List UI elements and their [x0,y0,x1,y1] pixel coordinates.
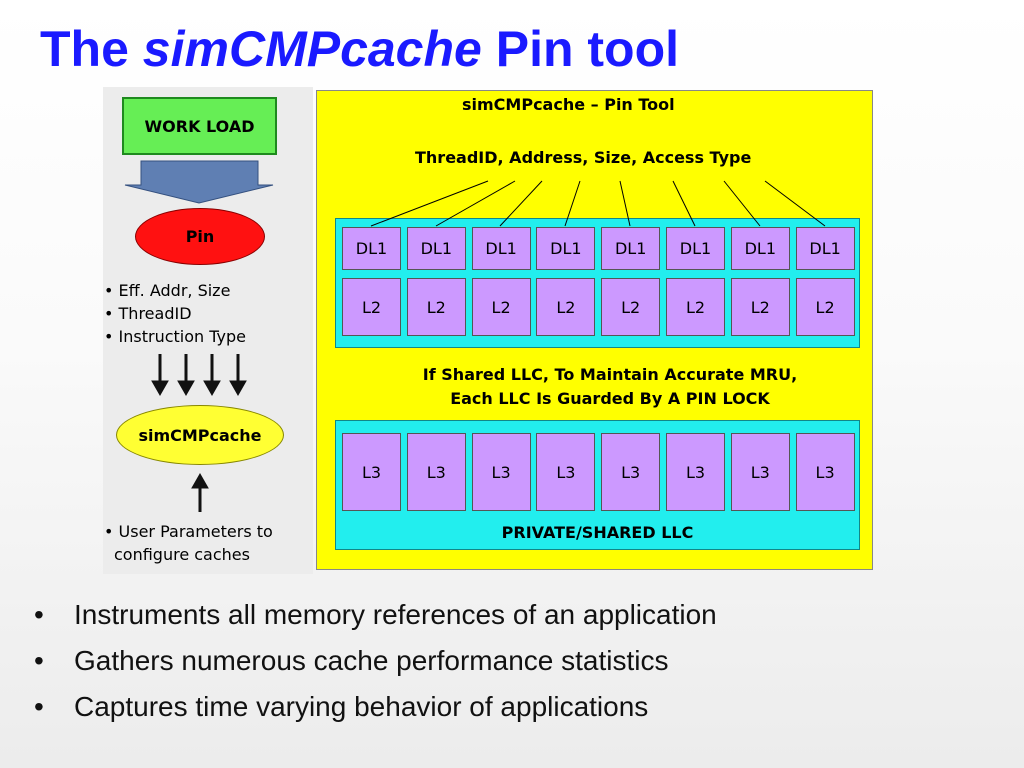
l3-cell-6: L3 [666,433,725,511]
l2-cell-8: L2 [795,278,855,336]
l3-cell-3: L3 [471,433,531,511]
dl1-cell-4: DL1 [536,227,596,270]
access-inputs-label: ThreadID, Address, Size, Access Type [415,148,752,167]
dl1-cell-2: DL1 [406,227,466,270]
pin-output-item: Instruction Type [104,325,246,348]
pin-output-list: Eff. Addr, Size ThreadID Instruction Typ… [104,279,246,348]
shared-llc-note: If Shared LLC, To Maintain Accurate MRU,… [380,363,840,411]
llc-label: PRIVATE/SHARED LLC [501,523,694,542]
l2-cell-7: L2 [730,278,790,336]
title-suffix: Pin tool [481,21,680,77]
workload-box: WORK LOAD [122,97,277,155]
l2-cell-1: L2 [342,278,401,336]
l3-cell-7: L3 [730,433,790,511]
summary-bullet: Instruments all memory references of an … [32,592,717,638]
user-parameter-item: User Parameters to configure caches [104,520,316,566]
dl1-cell-6: DL1 [666,227,725,270]
dl1-cell-8: DL1 [795,227,855,270]
l2-cell-3: L2 [471,278,531,336]
shared-llc-note-line: If Shared LLC, To Maintain Accurate MRU, [422,365,798,384]
title-tool-name: simCMPcache [142,21,482,77]
l2-cell-2: L2 [406,278,466,336]
summary-bullet: Gathers numerous cache performance stati… [32,638,717,684]
simcmpcache-node: simCMPcache [116,405,284,465]
pin-output-item: ThreadID [104,302,246,325]
l3-cell-4: L3 [536,433,596,511]
l2-cell-5: L2 [601,278,661,336]
l3-cell-5: L3 [601,433,661,511]
l2-cell-4: L2 [536,278,596,336]
l3-cell-8: L3 [795,433,855,511]
title-prefix: The [40,21,143,77]
summary-bullet: Captures time varying behavior of applic… [32,684,717,730]
pin-tool-title: simCMPcache – Pin Tool [462,95,675,114]
up-arrow [191,472,209,512]
pin-node: Pin [135,208,265,265]
user-parameter-list: User Parameters to configure caches [104,520,316,566]
l3-cell-1: L3 [342,433,401,511]
page-title: The simCMPcache Pin tool [40,18,679,80]
l3-cell-2: L3 [406,433,466,511]
dl1-cell-3: DL1 [471,227,531,270]
down-arrows [151,354,247,397]
shared-llc-note-line: Each LLC Is Guarded By A PIN LOCK [450,389,770,408]
pin-output-item: Eff. Addr, Size [104,279,246,302]
summary-bullets: Instruments all memory references of an … [32,592,717,730]
workload-to-pin-arrow [124,160,274,204]
dl1-cell-5: DL1 [601,227,661,270]
dl1-cell-7: DL1 [730,227,790,270]
dl1-cell-1: DL1 [342,227,401,270]
l2-cell-6: L2 [666,278,725,336]
